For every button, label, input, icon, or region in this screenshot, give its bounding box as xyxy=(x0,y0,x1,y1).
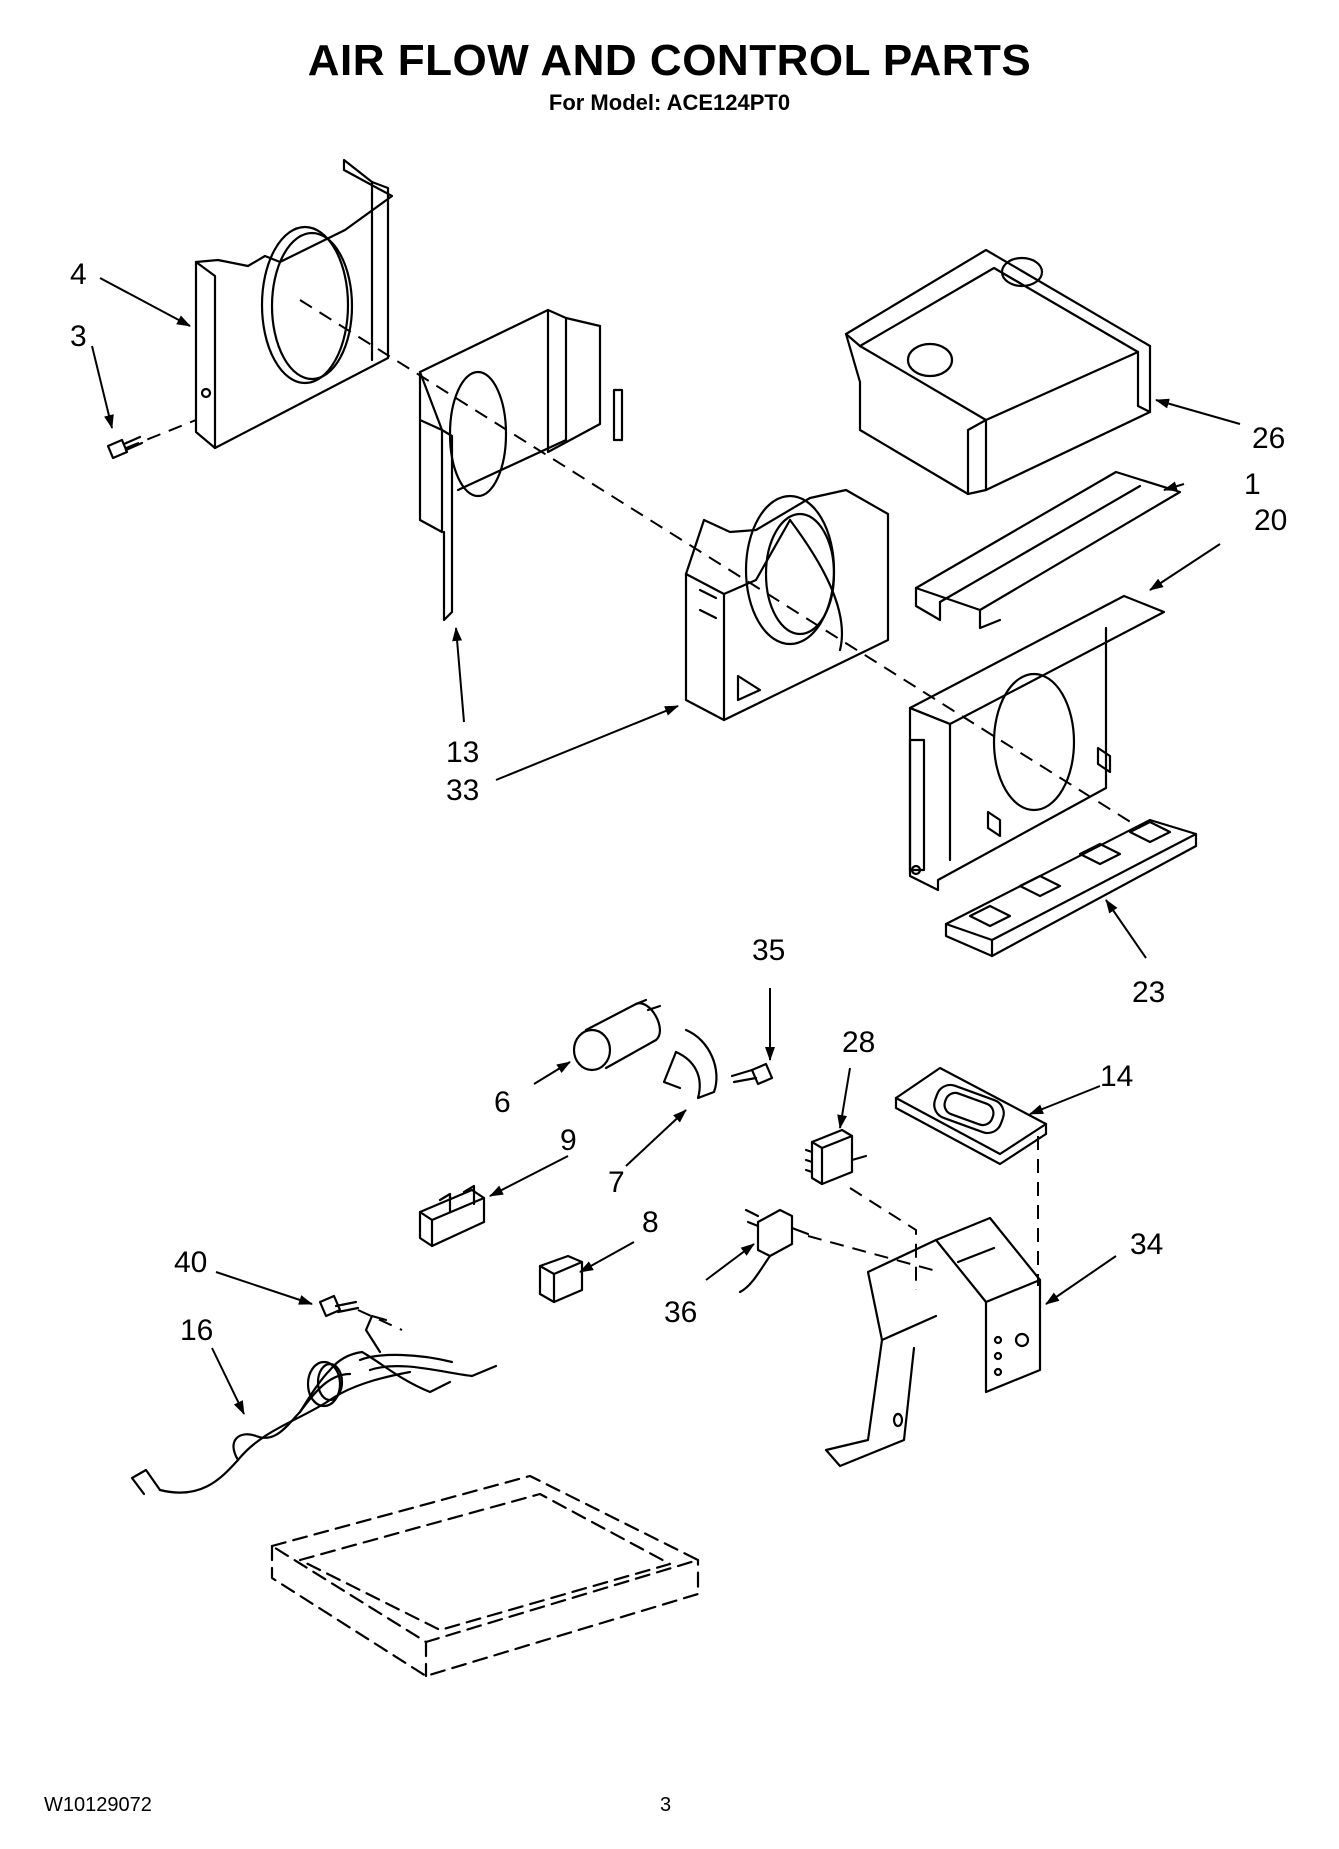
part-13-scroll-panel xyxy=(418,308,624,622)
part-1-rail xyxy=(914,470,1182,630)
callout-23: 23 xyxy=(1132,976,1165,1009)
callout-1: 1 xyxy=(1244,468,1261,501)
callout-13: 13 xyxy=(446,736,479,769)
page-title: AIR FLOW AND CONTROL PARTS xyxy=(307,36,1032,85)
assembly-centerlines xyxy=(125,299,1141,1331)
callout-36: 36 xyxy=(664,1296,697,1329)
page-number: 3 xyxy=(660,1794,672,1816)
callout-33: 33 xyxy=(446,774,479,807)
callout-16: 16 xyxy=(180,1314,213,1347)
part-34-control-bracket xyxy=(824,1216,1042,1468)
part-28-switch xyxy=(804,1128,868,1186)
part-3-screw xyxy=(106,435,144,460)
part-35-screw xyxy=(730,1062,774,1086)
callout-28: 28 xyxy=(842,1026,875,1059)
callout-40: 40 xyxy=(174,1246,207,1279)
part-36-thermostat xyxy=(738,1208,810,1294)
part-16-power-cord xyxy=(130,1314,498,1496)
callout-9: 9 xyxy=(560,1124,577,1157)
part-14-control-panel xyxy=(894,1066,1048,1166)
callout-6: 6 xyxy=(494,1086,511,1119)
part-7-strap xyxy=(662,1028,718,1100)
callout-3: 3 xyxy=(70,320,87,353)
base-pan-phantom xyxy=(270,1474,700,1678)
leader-arrows xyxy=(91,277,1241,1415)
callout-7: 7 xyxy=(608,1166,625,1199)
callout-20: 20 xyxy=(1254,504,1287,537)
callout-labels: 4 3 26 1 20 13 33 23 35 28 14 6 9 7 8 40… xyxy=(70,258,1287,1347)
part-9-terminal-block xyxy=(418,1184,486,1248)
callout-35: 35 xyxy=(752,934,785,967)
part-6-capacitor xyxy=(572,998,662,1072)
callout-34: 34 xyxy=(1130,1228,1163,1261)
model-subtitle: For Model: ACE124PT0 xyxy=(548,90,791,115)
document-number: W10129072 xyxy=(44,1794,152,1816)
callout-14: 14 xyxy=(1100,1060,1133,1093)
callout-8: 8 xyxy=(642,1206,659,1239)
part-8-relay xyxy=(538,1254,584,1304)
part-26-cover xyxy=(844,248,1152,496)
part-33-orifice-housing xyxy=(684,488,890,722)
part-4-shroud-panel xyxy=(194,158,394,450)
callout-4: 4 xyxy=(70,258,87,291)
callout-26: 26 xyxy=(1252,422,1285,455)
part-23-base-bracket xyxy=(944,818,1198,958)
part-40-ground-screw xyxy=(318,1294,360,1318)
part-20-bulkhead xyxy=(908,594,1166,892)
